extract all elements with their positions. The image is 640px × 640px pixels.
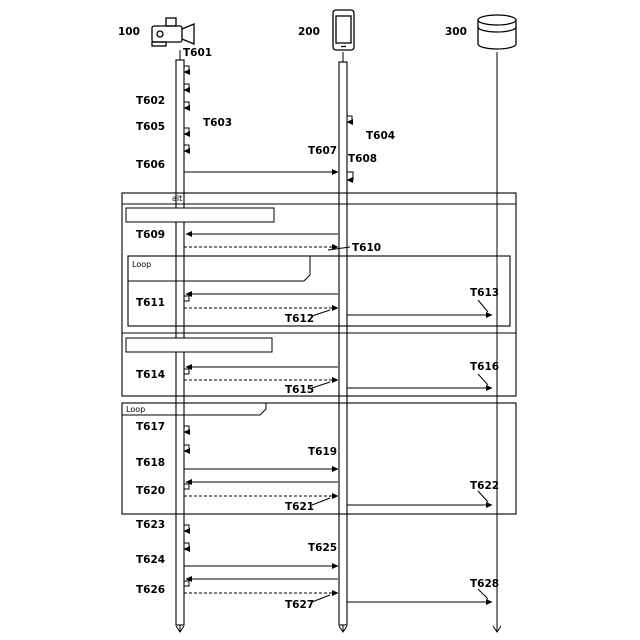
step-t602: T602 <box>136 95 165 107</box>
phone-ref-label: 200 <box>298 26 320 38</box>
step-t615: T615 <box>285 384 314 396</box>
self-arrow-record-stop <box>184 525 189 531</box>
step-t608: T608 <box>348 153 377 165</box>
step-t620: T620 <box>136 485 165 497</box>
self-arrow-chunk-gen-2 <box>184 145 189 151</box>
self-arrow-record-start <box>184 66 189 72</box>
loop1-title-tab <box>128 256 310 281</box>
self-arrow-chunk-gen-4 <box>184 543 189 549</box>
step-t618: T618 <box>136 457 165 469</box>
step-t613: T613 <box>470 287 499 299</box>
not-first-condition-box <box>126 208 274 222</box>
loop1-keyword: Loop <box>132 260 151 269</box>
loop1-frame: Loop <box>128 256 510 326</box>
leader-t628 <box>478 589 488 599</box>
self-arrow-is-first-check <box>347 172 353 180</box>
step-t626: T626 <box>136 584 165 596</box>
step-t601: T601 <box>183 47 212 59</box>
leader-t616 <box>478 374 488 385</box>
server-ref-label: 300 <box>445 26 467 38</box>
step-t619: T619 <box>308 446 337 458</box>
step-t628: T628 <box>470 578 499 590</box>
leader-t622 <box>478 491 488 502</box>
participant-server: 300 <box>445 15 516 49</box>
step-t623: T623 <box>136 519 165 531</box>
alt-keyword: alt <box>172 194 182 203</box>
self-arrow-t611 <box>184 296 189 301</box>
participant-camera: 100 <box>118 18 194 46</box>
step-t617: T617 <box>136 421 165 433</box>
video-camera-icon <box>152 18 194 46</box>
step-t606: T606 <box>136 159 165 171</box>
self-arrow-phone-transfer <box>347 116 352 122</box>
step-t609: T609 <box>136 229 165 241</box>
server-storage-icon <box>478 15 516 49</box>
final-steps <box>184 525 492 602</box>
self-arrow-fixed-record-3 <box>184 426 189 432</box>
step-t624: T624 <box>136 554 165 566</box>
self-arrow-chunk-gen-1 <box>184 102 189 108</box>
leader-t613 <box>478 300 488 312</box>
participant-phone: 200 <box>298 10 354 50</box>
phone-activation-bar <box>339 62 347 625</box>
leader-t612 <box>312 310 330 316</box>
step-t622: T622 <box>470 480 499 492</box>
self-arrow-t620 <box>184 484 189 489</box>
step-t611: T611 <box>136 297 165 309</box>
self-arrow-fixed-record-2 <box>184 128 189 134</box>
step-t603: T603 <box>203 117 232 129</box>
camera-ref-label: 100 <box>118 26 140 38</box>
is-first-condition-box <box>126 338 272 352</box>
step-t604: T604 <box>366 130 395 142</box>
step-t607: T607 <box>308 145 337 157</box>
step-t605: T605 <box>136 121 165 133</box>
self-arrow-fixed-record-1 <box>184 84 189 90</box>
leader-t615 <box>312 382 330 388</box>
step-t625: T625 <box>308 542 337 554</box>
self-arrow-t614 <box>184 369 189 374</box>
smartphone-icon <box>333 10 354 50</box>
step-t621: T621 <box>285 501 314 513</box>
step-t616: T616 <box>470 361 499 373</box>
loop2-keyword: Loop <box>126 405 145 414</box>
leader-t621 <box>312 498 330 505</box>
step-t612: T612 <box>285 313 314 325</box>
step-labels: T601 T602 T603 T604 T605 T606 T607 T608 … <box>136 47 499 611</box>
leader-t627 <box>312 595 330 602</box>
self-arrow-t626 <box>184 581 189 586</box>
step-t614: T614 <box>136 369 165 381</box>
step-t610: T610 <box>352 242 381 254</box>
step-t627: T627 <box>285 599 314 611</box>
self-arrow-chunk-gen-3 <box>184 445 189 451</box>
